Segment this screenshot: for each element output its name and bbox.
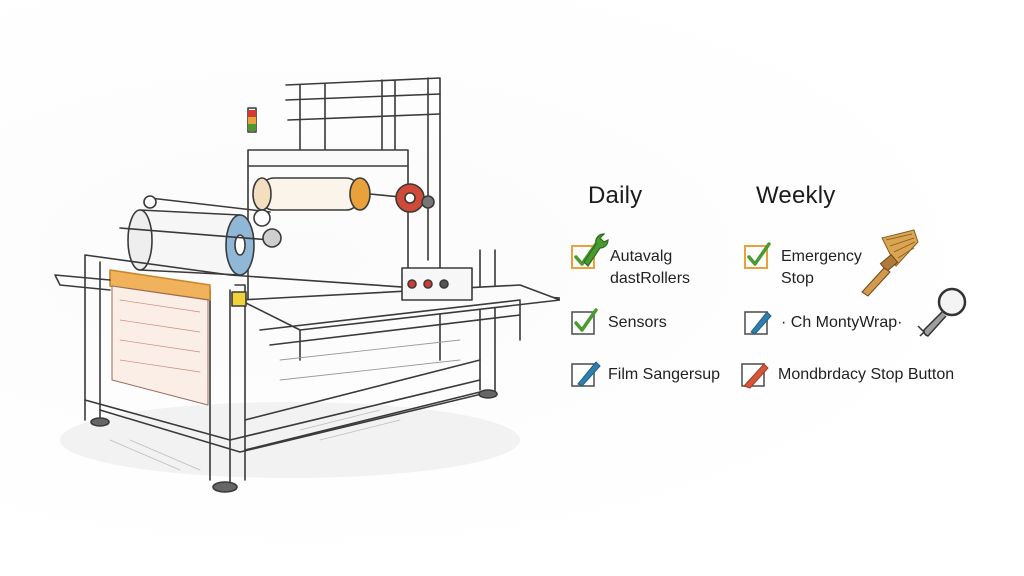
wrench-icon	[583, 233, 609, 267]
checklist-item-label: Mondbrdacy Stop Button	[778, 366, 955, 383]
checklist-item[interactable]: Mondbrdacy Stop Button	[741, 363, 955, 389]
checkbox-marked-icon[interactable]	[741, 363, 769, 389]
checkbox-marked-icon[interactable]	[744, 311, 772, 336]
magnifier-wrench-icon	[917, 287, 967, 337]
checklist-item-label: Emergency Stop	[781, 248, 862, 287]
checklist-item[interactable]: Emergency Stop	[744, 242, 862, 290]
daily-heading: Daily	[588, 182, 643, 209]
checklist-item-label: Autavalg dastRollers	[610, 248, 691, 287]
checklist-item[interactable]: Sensors	[571, 308, 667, 336]
weekly-heading: Weekly	[756, 182, 836, 209]
checklist-item-label: · Ch MontyWrap·	[781, 314, 903, 331]
checkbox-checked-icon[interactable]	[744, 242, 771, 270]
paintbrush-icon	[861, 229, 919, 297]
checklist-item-label: Sensors	[608, 314, 667, 331]
checkbox-checked-icon[interactable]	[571, 308, 598, 336]
checklist-item[interactable]: · Ch MontyWrap·	[744, 311, 903, 336]
checklist-item[interactable]: Film Sangersup	[571, 361, 721, 388]
checklist-item-label: Film Sangersup	[608, 366, 721, 383]
stretch-wrap-machine-drawing	[54, 77, 560, 493]
checkbox-marked-icon[interactable]	[571, 361, 601, 388]
